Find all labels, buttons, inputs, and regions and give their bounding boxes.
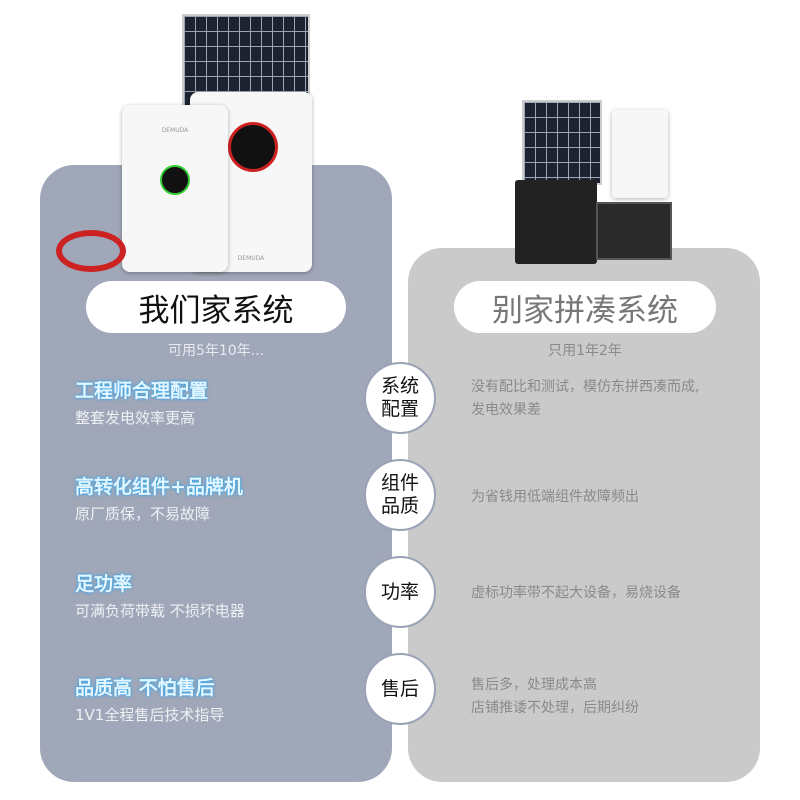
battery-cabinet-image [515,180,597,264]
other-system-panel [408,248,760,782]
category-label: 售后 [380,677,419,700]
category-label: 品质 [380,495,419,517]
feature-heading: 足功率 [75,573,133,595]
category-label: 配置 [380,398,419,420]
solar-panel-image [182,14,310,109]
other-system-subtitle: 只用1年2年 [548,343,622,359]
category-label: 系统 [380,375,419,397]
display-icon [160,165,190,195]
our-feature-item: 工程师合理配置整套发电效率更高 [75,376,375,428]
other-feature-item: 为省钱用低端组件故障频出 [471,486,751,509]
brand-label: DEMUDA [237,255,265,262]
feature-desc: 没有配比和测试，模仿东拼西凑而成, [471,379,700,395]
feature-desc: 发电效果差 [471,402,541,418]
feature-heading: 高转化组件+品牌机 [75,476,243,498]
feature-heading: 品质高 不怕售后 [75,677,215,699]
our-feature-item: 品质高 不怕售后 1V1全程售后技术指导 [75,673,375,725]
feature-desc: 店铺推诿不处理，后期纠纷 [471,700,639,716]
feature-desc: 1V1全程售后技术指导 [75,706,225,724]
brand-label: DEMUDA [161,127,189,134]
our-system-subtitle: 可用5年10年... [167,343,265,359]
solar-panel-image [522,100,602,185]
feature-desc: 可满负荷带载 不损坏电器 [75,602,245,620]
other-feature-item: 售后多，处理成本高店铺推诿不处理，后期纠纷 [471,674,751,720]
category-badge: 售后 [364,653,436,725]
energy-storage-image: DEMUDA [122,105,228,272]
category-badge: 系统配置 [364,362,436,434]
feature-desc: 整套发电效率更高 [75,409,196,427]
other-feature-item: 虚标功率带不起大设备，易烧设备 [471,582,751,605]
our-feature-item: 高转化组件+品牌机原厂质保，不易故障 [75,472,375,524]
other-feature-item: 没有配比和测试，模仿东拼西凑而成, 发电效果差 [471,376,751,422]
battery-rack-image [596,202,672,260]
display-icon [228,122,278,172]
feature-desc: 售后多，处理成本高 [471,677,597,693]
other-system-title: 别家拼凑系统 [454,281,716,333]
feature-desc: 虚标功率带不起大设备，易烧设备 [471,585,681,601]
our-feature-item: 足功率可满负荷带载 不损坏电器 [75,569,375,621]
feature-heading: 工程师合理配置 [75,380,209,402]
our-system-title: 我们家系统 [86,281,346,333]
category-label: 组件 [380,472,419,494]
category-badge: 功率 [364,556,436,628]
feature-desc: 原厂质保，不易故障 [75,505,211,523]
cable-image [56,230,126,272]
inverter-image [612,110,668,198]
feature-desc: 为省钱用低端组件故障频出 [471,489,639,505]
category-badge: 组件品质 [364,459,436,531]
category-label: 功率 [380,580,419,603]
